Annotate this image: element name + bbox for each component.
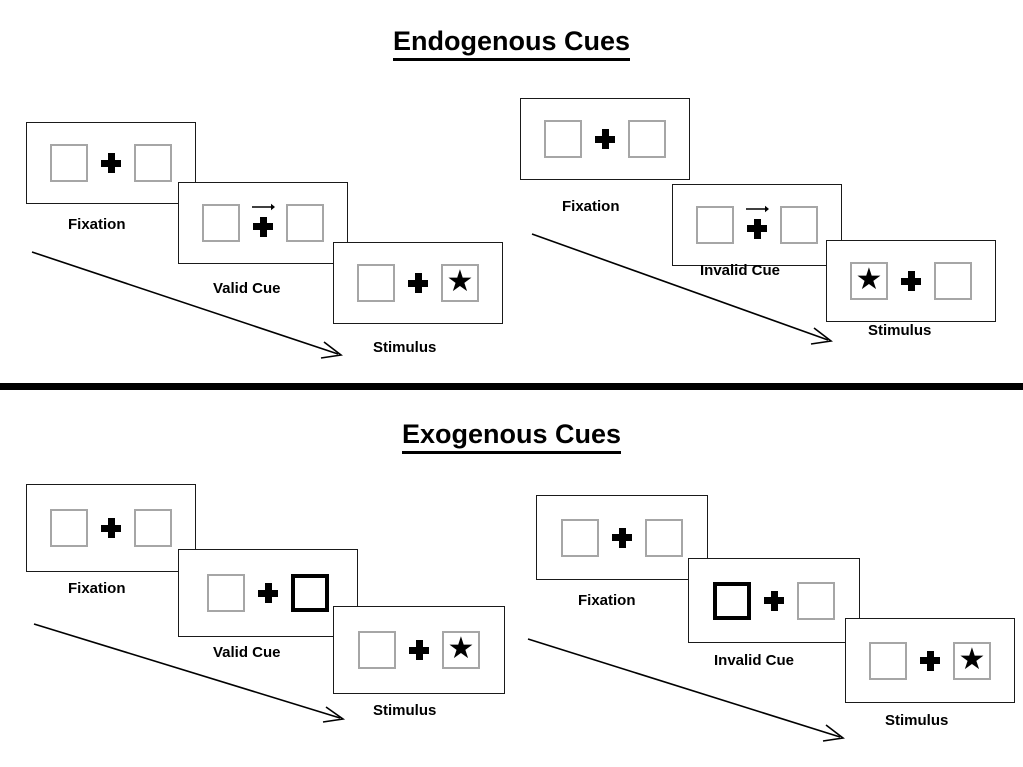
fixation-cross-icon xyxy=(734,202,780,248)
flow-arrow-endogenous-valid xyxy=(31,251,343,359)
fixation-cross-icon xyxy=(582,116,628,162)
section-title-exogenous: Exogenous Cues xyxy=(0,419,1023,454)
label-exogenous-invalid-cue: Invalid Cue xyxy=(714,652,795,669)
frame-endogenous-valid-stimulus: ★ xyxy=(333,242,503,324)
section-title-endogenous-text: Endogenous Cues xyxy=(392,26,630,61)
flow-arrow-endogenous-invalid xyxy=(531,233,833,345)
placeholder-box-left xyxy=(561,518,599,557)
placeholder-box-right-target: ★ xyxy=(953,641,991,680)
label-exogenous-invalid-fixation: Fixation xyxy=(578,592,636,609)
placeholder-box-right xyxy=(780,206,818,244)
fixation-cross-icon xyxy=(396,627,442,673)
frame-endogenous-valid-cue xyxy=(178,182,348,264)
frame-exogenous-valid-stimulus: ★ xyxy=(333,606,505,694)
placeholder-box-right-cued xyxy=(291,574,329,612)
placeholder-box-right xyxy=(134,509,172,547)
frame-content xyxy=(537,515,707,561)
fixation-cross-icon xyxy=(240,200,286,246)
frame-content: ★ xyxy=(846,638,1014,684)
placeholder-box-left xyxy=(202,204,240,242)
placeholder-box-left-cued xyxy=(713,581,751,620)
placeholder-box-right-target: ★ xyxy=(441,264,479,302)
star-target-icon: ★ xyxy=(447,632,475,665)
frame-exogenous-valid-fixation xyxy=(26,484,196,572)
flow-arrow-exogenous-invalid xyxy=(527,638,845,742)
star-target-icon: ★ xyxy=(855,263,883,296)
label-endogenous-valid-cue: Valid Cue xyxy=(213,280,281,297)
fixation-cross-icon xyxy=(245,570,291,616)
fixation-cross-icon xyxy=(907,638,953,684)
placeholder-box-left xyxy=(207,574,245,612)
placeholder-box-right xyxy=(628,120,666,158)
frame-exogenous-invalid-fixation xyxy=(536,495,708,580)
placeholder-box-left xyxy=(357,264,395,302)
frame-content xyxy=(179,200,347,246)
label-exogenous-valid-cue: Valid Cue xyxy=(213,644,281,661)
label-endogenous-valid-fixation: Fixation xyxy=(68,216,126,233)
frame-content xyxy=(27,505,195,551)
placeholder-box-left xyxy=(696,206,734,244)
placeholder-box-left xyxy=(358,631,396,669)
label-exogenous-valid-fixation: Fixation xyxy=(68,580,126,597)
frame-endogenous-invalid-fixation xyxy=(520,98,690,180)
fixation-cross-icon xyxy=(599,515,645,561)
placeholder-box-left xyxy=(544,120,582,158)
cue-arrow-right-icon xyxy=(252,203,275,211)
label-endogenous-invalid-stimulus: Stimulus xyxy=(868,322,932,339)
placeholder-box-right xyxy=(934,262,972,300)
frame-content xyxy=(673,202,841,248)
frame-exogenous-invalid-cue xyxy=(688,558,860,643)
star-target-icon: ★ xyxy=(446,265,474,298)
frame-exogenous-valid-cue xyxy=(178,549,358,637)
frame-content xyxy=(27,140,195,186)
label-exogenous-valid-stimulus: Stimulus xyxy=(373,702,437,719)
placeholder-box-left-target: ★ xyxy=(850,262,888,300)
label-exogenous-invalid-stimulus: Stimulus xyxy=(885,712,949,729)
fixation-cross-icon xyxy=(751,578,797,624)
label-endogenous-invalid-cue: Invalid Cue xyxy=(700,262,781,279)
placeholder-box-right-target: ★ xyxy=(442,631,480,669)
placeholder-box-left xyxy=(869,641,907,680)
flow-arrow-exogenous-valid xyxy=(33,623,346,723)
label-endogenous-invalid-fixation: Fixation xyxy=(562,198,620,215)
frame-content: ★ xyxy=(334,627,504,673)
placeholder-box-right xyxy=(645,518,683,557)
frame-content: ★ xyxy=(334,260,502,306)
star-target-icon: ★ xyxy=(958,642,986,676)
frame-endogenous-valid-fixation xyxy=(26,122,196,204)
frame-endogenous-invalid-cue xyxy=(672,184,842,266)
section-title-exogenous-text: Exogenous Cues xyxy=(401,419,622,454)
frame-endogenous-invalid-stimulus: ★ xyxy=(826,240,996,322)
fixation-cross-icon xyxy=(395,260,441,306)
cue-arrow-right-icon xyxy=(746,205,769,213)
fixation-cross-icon xyxy=(88,505,134,551)
placeholder-box-right xyxy=(134,144,172,182)
section-title-endogenous: Endogenous Cues xyxy=(0,26,1023,61)
section-divider xyxy=(0,383,1023,390)
label-endogenous-valid-stimulus: Stimulus xyxy=(373,339,437,356)
frame-content xyxy=(521,116,689,162)
placeholder-box-right xyxy=(797,581,835,620)
frame-content: ★ xyxy=(827,258,995,304)
fixation-cross-icon xyxy=(88,140,134,186)
fixation-cross-icon xyxy=(888,258,934,304)
frame-exogenous-invalid-stimulus: ★ xyxy=(845,618,1015,703)
frame-content xyxy=(179,570,357,616)
placeholder-box-right xyxy=(286,204,324,242)
placeholder-box-left xyxy=(50,509,88,547)
placeholder-box-left xyxy=(50,144,88,182)
frame-content xyxy=(689,578,859,624)
